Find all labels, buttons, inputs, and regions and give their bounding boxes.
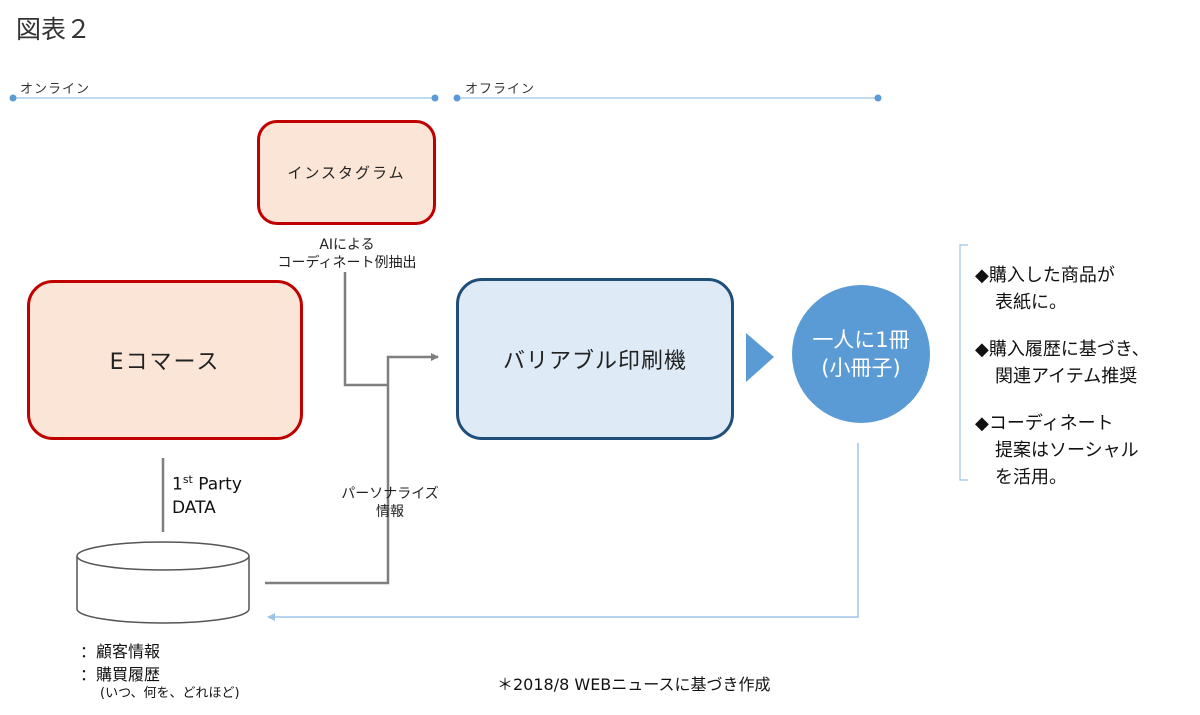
timeline-dot [9,94,17,102]
first-party-number: 1 [172,474,183,495]
database-item-customer: ：顧客情報 [80,642,161,661]
instagram-connector [343,272,388,387]
source-note: ＊2018/8 WEBニュースに基づき作成 [497,675,771,694]
booklet-line1: 一人に1冊 [812,327,910,352]
database-item-purchase: ：購買履歴 [80,665,161,685]
note-item: ◆購入履歴に基づき、 関連アイテム推奨 [975,336,1150,390]
booklet-circle: 一人に1冊 (小冊子) [792,285,930,423]
printer-to-booklet-arrow [746,333,774,382]
first-party-data-word: DATA [172,497,216,518]
database-to-printer-connector [265,353,439,585]
database-legend: ：顧客情報 ：購買履歴 (いつ、何を、どれほど) [80,640,240,703]
note-line: ◆購入履歴に基づき、 [975,339,1150,360]
note-line: 表紙に。 [995,292,1067,313]
offline-timeline [453,94,882,102]
online-section-label: オンライン [20,82,91,97]
note-line: ◆購入した商品が [975,265,1115,286]
instagram-box: インスタグラム [257,120,436,225]
ai-caption-line1: AIによる [319,237,375,253]
note-line: ◆コーディネート [975,413,1114,434]
timeline-dot [431,94,439,102]
feedback-connector [267,443,859,621]
ai-caption: AIによる コーディネート例抽出 [258,236,436,272]
database-cylinder [76,541,250,624]
timeline-dot [874,94,882,102]
feature-notes: ◆購入した商品が 表紙に。 ◆購入履歴に基づき、 関連アイテム推奨 ◆コーディネ… [975,262,1150,511]
personalize-caption-line2: 情報 [376,504,404,521]
note-line: 提案はソーシャル [995,440,1139,461]
timeline-dot [453,94,461,102]
note-line: 関連アイテム推奨 [995,366,1138,387]
online-timeline [9,94,439,102]
first-party-word: Party [192,474,242,495]
figure-title: 図表２ [16,15,92,44]
notes-bracket [959,244,968,481]
first-party-suffix: st [182,473,193,486]
note-item: ◆コーディネート 提案はソーシャル を活用。 [975,410,1150,491]
instagram-label: インスタグラム [287,164,406,182]
variable-printer-box: バリアブル印刷機 [456,278,734,440]
offline-section-label: オフライン [465,82,536,97]
personalize-caption: パーソナライズ 情報 [320,485,460,521]
database-item-purchase-detail: (いつ、何を、どれほど) [100,686,240,702]
first-party-data-label: 1st Party DATA [172,473,242,520]
note-line: を活用。 [995,467,1067,488]
variable-printer-label: バリアブル印刷機 [502,349,687,374]
note-item: ◆購入した商品が 表紙に。 [975,262,1150,316]
ai-caption-line2: コーディネート例抽出 [277,255,417,272]
ecommerce-box: Eコマース [27,280,303,440]
personalize-caption-line1: パーソナライズ [341,486,439,502]
booklet-line2: (小冊子) [821,356,901,380]
ecommerce-label: Eコマース [109,350,221,375]
